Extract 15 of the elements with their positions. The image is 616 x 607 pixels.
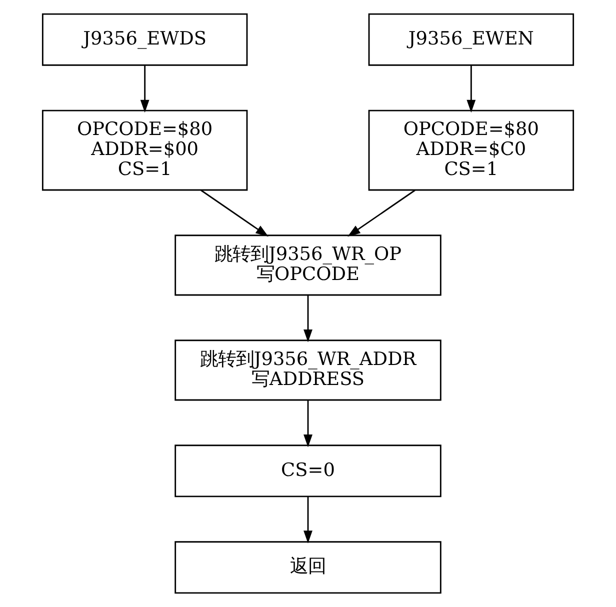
node-box: 跳转到J9356_WR_OP 写OPCODE — [174, 234, 442, 296]
arrow — [348, 190, 416, 237]
node-box: 返回 — [174, 541, 442, 594]
node-box: CS=0 — [174, 444, 442, 498]
arrow — [466, 66, 476, 113]
node-box: OPCODE=$80 ADDR=$C0 CS=1 — [368, 110, 574, 191]
arrow — [304, 400, 312, 448]
node-box: J9356_EWEN — [368, 13, 574, 66]
node-box: J9356_EWDS — [42, 13, 248, 66]
arrow — [140, 66, 150, 113]
node-box: OPCODE=$80 ADDR=$00 CS=1 — [42, 110, 248, 191]
node-box: 跳转到J9356_WR_ADDR 写ADDRESS — [174, 340, 442, 401]
arrow — [200, 190, 268, 237]
arrow — [304, 295, 312, 342]
arrow — [304, 496, 312, 544]
